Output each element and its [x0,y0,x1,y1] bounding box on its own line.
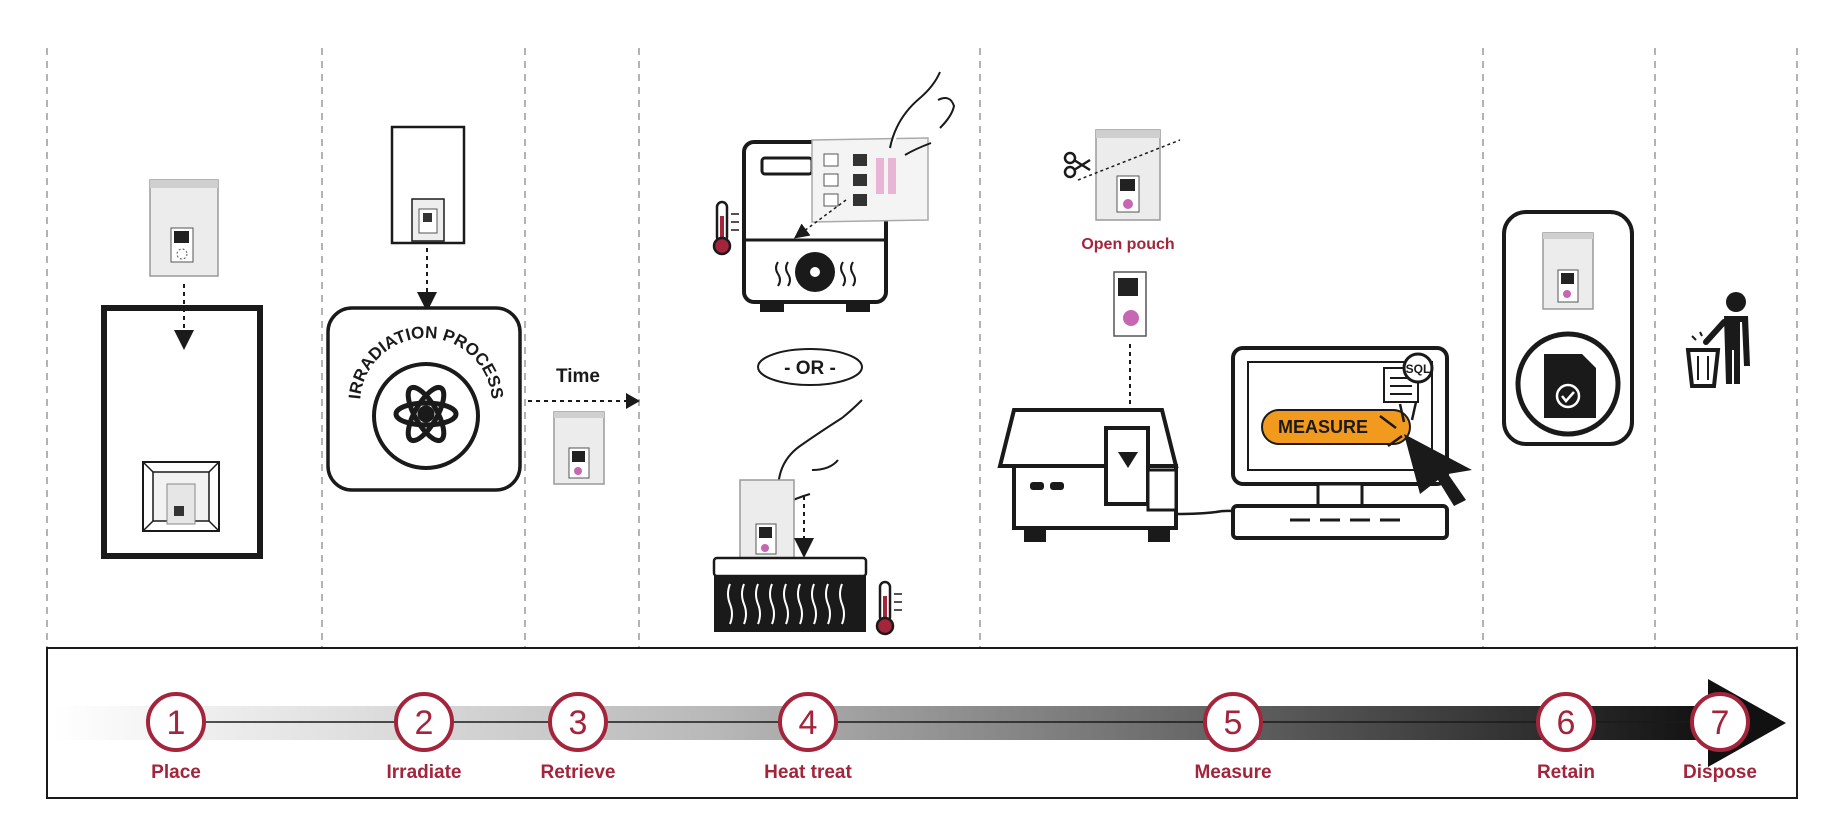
fan-icon [795,252,835,292]
column-dividers [46,48,1798,648]
step-number: 3 [569,704,588,742]
box-icon [390,125,466,245]
reader-icon [997,408,1179,542]
step-number: 2 [415,704,434,742]
step-label: Dispose [1683,762,1757,783]
cursor-icon [1379,401,1472,506]
pouch-icon [739,479,795,559]
step-circle [394,692,454,752]
step-label: Retain [1537,762,1595,783]
box-icon [101,305,263,559]
step-label: Place [151,762,201,783]
step-label: Retrieve [541,762,616,783]
measure-button[interactable] [1261,409,1411,445]
open-pouch-label: Open pouch [1081,236,1174,253]
pouch-icon [1095,129,1161,221]
step-label: Heat treat [764,762,852,783]
or-label: - OR - [784,358,836,379]
step-number: 4 [799,704,818,742]
pouch-icon [1542,232,1594,310]
sample-sheet [793,137,929,239]
step-number: 1 [167,704,186,742]
irradiate-illustration: IRRADIATION PROCESS [326,125,522,492]
svg-text:SQL: SQL [1406,362,1431,376]
atom-icon [393,384,459,444]
step-circle [1690,692,1750,752]
heat-treat-illustration: - OR - [712,71,956,636]
scissors-icon [1063,151,1091,179]
document-check-icon [1515,331,1621,437]
step-circle [1536,692,1596,752]
thermometer-icon [712,200,739,256]
thermometer-icon [875,580,902,636]
step-circle [548,692,608,752]
pouch-icon [553,411,605,485]
step-circle [778,692,838,752]
place-illustration [101,179,263,559]
step-number: 5 [1224,704,1243,742]
hand-icon [889,71,956,156]
step-number: 6 [1557,704,1576,742]
step-label: Irradiate [387,762,462,783]
measure-illustration: Open pouch [997,129,1472,542]
retain-illustration [1502,210,1634,446]
step-number: 7 [1711,704,1730,742]
pouch-icon [149,179,219,277]
dosimeter-strip [1113,271,1147,337]
database-icon: SQL [1383,352,1434,403]
retrieve-illustration: Time [528,366,640,485]
step-circle [146,692,206,752]
time-label: Time [556,366,600,387]
step-circle [1203,692,1263,752]
heat-block-icon [712,556,868,632]
trash-person-icon [1685,292,1750,388]
measure-button-label: MEASURE [1278,417,1368,437]
step-label: Measure [1194,762,1271,783]
